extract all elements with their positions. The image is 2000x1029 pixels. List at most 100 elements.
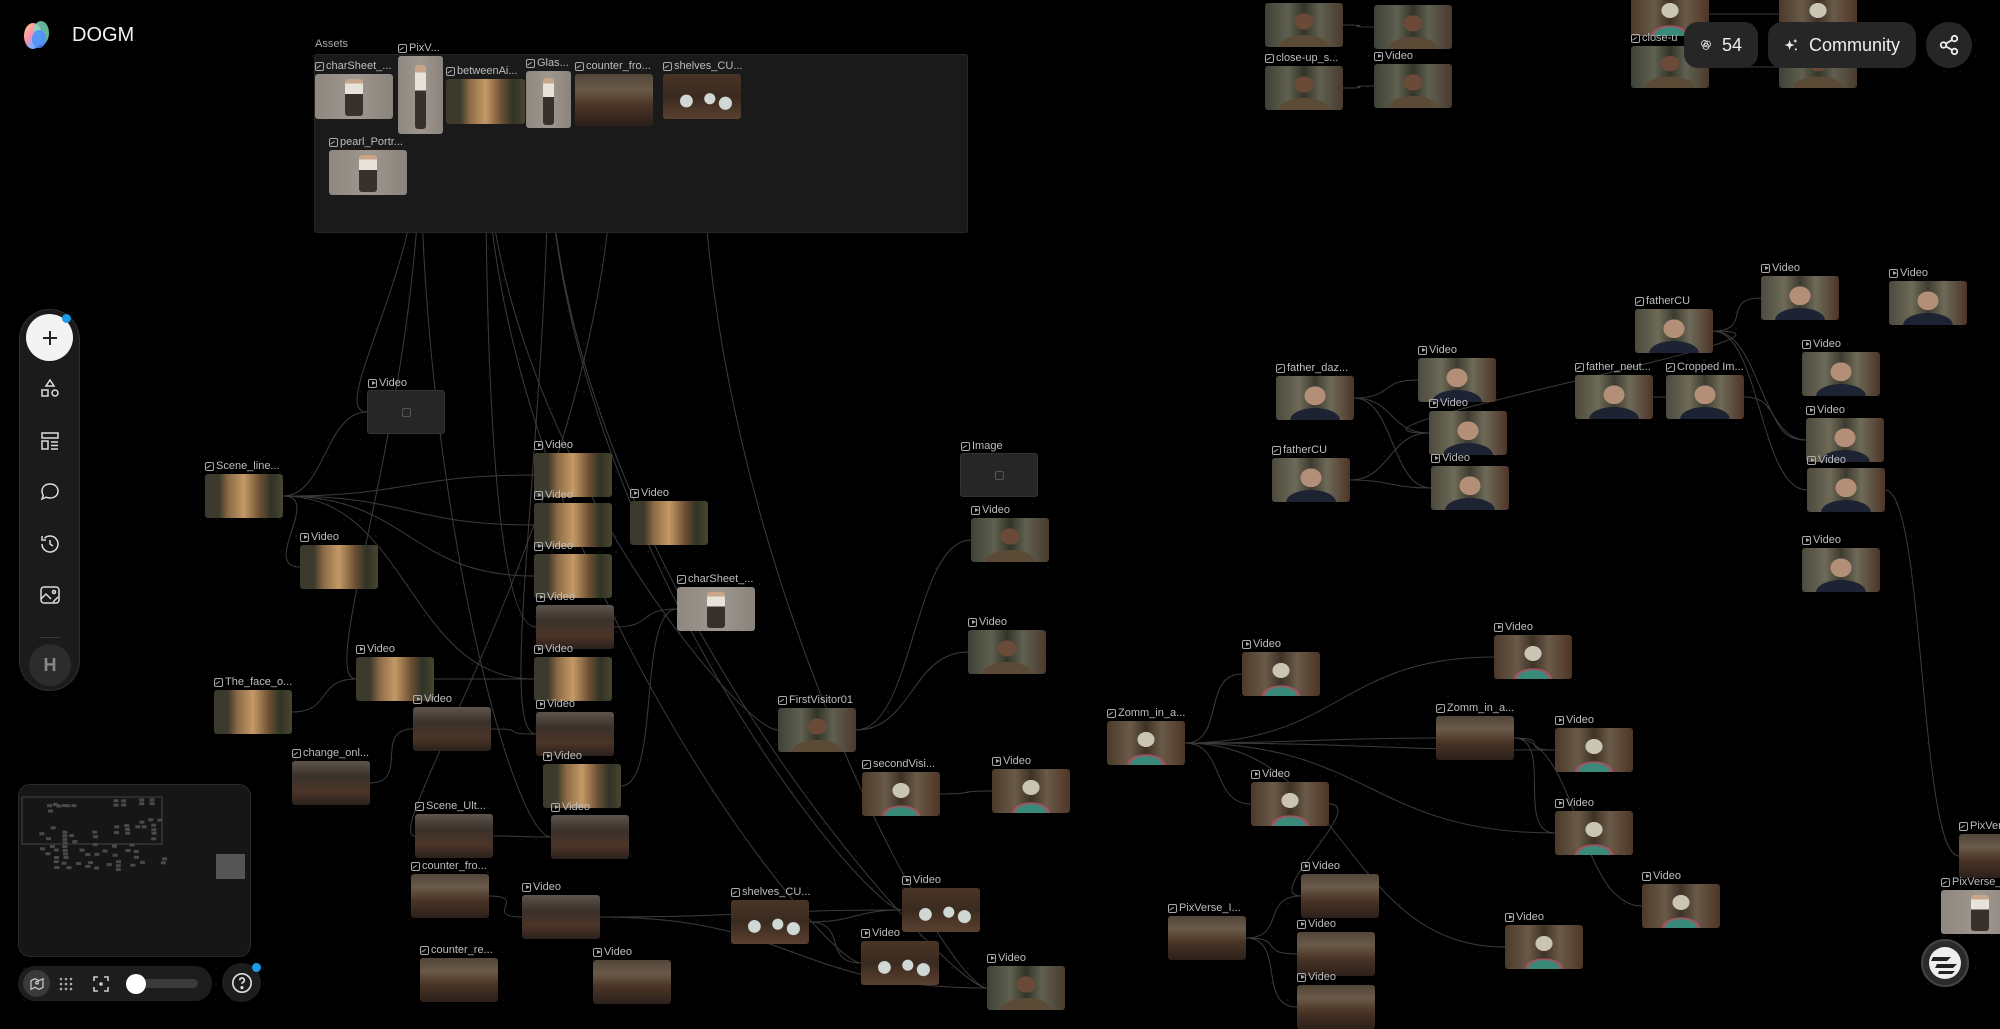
video-node[interactable]: Video — [534, 489, 612, 547]
video-node[interactable]: Video — [971, 504, 1049, 562]
video-node[interactable]: Video — [1418, 344, 1496, 402]
video-node[interactable]: Video — [367, 377, 445, 434]
video-node[interactable]: Video — [1242, 638, 1320, 696]
history-icon[interactable] — [38, 532, 62, 556]
image-node[interactable]: FirstVisitor01 — [778, 694, 856, 752]
image-node[interactable]: close-up_s... — [1265, 52, 1343, 110]
video-node[interactable]: Video — [1642, 870, 1720, 928]
image-node[interactable]: charSheet_... — [315, 60, 393, 119]
share-button[interactable] — [1926, 22, 1972, 68]
video-node[interactable]: Video — [543, 750, 621, 808]
image-node[interactable]: Scene_line... — [205, 460, 283, 518]
assistant-button[interactable] — [1921, 939, 1969, 987]
video-node[interactable]: Video — [1555, 797, 1633, 855]
video-node[interactable]: Video — [1802, 338, 1880, 396]
video-node[interactable]: Video — [551, 801, 629, 859]
image-node[interactable]: shelves_CU... — [663, 60, 742, 119]
video-node[interactable]: Video — [1297, 918, 1375, 976]
video-node[interactable]: Video — [1494, 621, 1572, 679]
image-node[interactable]: Cropped Im... — [1666, 361, 1744, 419]
image-icon — [411, 861, 420, 871]
minimap-toggle[interactable] — [23, 970, 50, 997]
image-node[interactable]: Zomm_in_a... — [1436, 702, 1514, 760]
add-node-button[interactable] — [26, 314, 73, 361]
video-node[interactable]: Video — [992, 755, 1070, 813]
image-node[interactable]: fatherCU — [1272, 444, 1350, 502]
video-node[interactable]: Video — [534, 540, 612, 598]
minimap-node — [141, 825, 147, 829]
assistant-logo-icon — [1929, 947, 1961, 979]
video-node[interactable]: Video — [987, 952, 1065, 1010]
image-node[interactable]: The_face_o... — [214, 676, 292, 734]
image-node[interactable]: betweenAi... — [446, 65, 525, 124]
image-node[interactable]: Image — [960, 440, 1038, 497]
zoom-slider[interactable] — [126, 974, 198, 994]
video-node[interactable]: Video — [522, 881, 600, 939]
video-node[interactable]: Video — [1431, 452, 1509, 510]
video-node[interactable]: Video — [902, 874, 980, 932]
video-node[interactable]: Video — [534, 643, 612, 701]
video-node[interactable]: Video — [1297, 971, 1375, 1029]
image-node[interactable]: secondVisi... — [862, 758, 940, 816]
video-node[interactable]: Video — [1889, 267, 1967, 325]
video-node[interactable]: Video — [630, 487, 708, 545]
video-node[interactable]: Video — [1806, 404, 1884, 462]
image-node[interactable]: counter_fro... — [411, 860, 489, 918]
video-icon — [551, 802, 560, 812]
video-node[interactable]: Video — [1761, 262, 1839, 320]
grid-toggle[interactable] — [52, 970, 79, 997]
layout-icon[interactable] — [38, 429, 62, 453]
image-node[interactable]: pearl_Portr... — [329, 136, 407, 195]
image-node[interactable]: father_daz... — [1276, 362, 1354, 420]
video-node[interactable]: Video — [1555, 714, 1633, 772]
minimap-node — [114, 825, 120, 829]
video-node[interactable]: Video — [1802, 534, 1880, 592]
video-node[interactable]: Video — [1505, 911, 1583, 969]
image-node[interactable]: PixVerse_I... — [1168, 902, 1246, 960]
app-logo[interactable] — [22, 19, 52, 51]
video-node[interactable]: Video — [536, 591, 614, 649]
project-title[interactable]: DOGM — [72, 24, 135, 46]
image-node[interactable]: Glas... — [526, 57, 571, 128]
image-node[interactable]: counter_re... — [420, 944, 498, 1002]
video-node[interactable]: Video — [300, 531, 378, 589]
help-button[interactable] — [222, 963, 261, 1002]
video-node[interactable]: Video — [1807, 454, 1885, 512]
image-node[interactable]: father_neut... — [1575, 361, 1653, 419]
image-edit-icon[interactable] — [38, 583, 62, 607]
video-node[interactable]: Video — [534, 439, 612, 497]
shapes-icon[interactable] — [38, 377, 62, 401]
video-node[interactable]: Video — [968, 616, 1046, 674]
video-node[interactable]: Video — [1301, 860, 1379, 918]
image-node[interactable]: PixVerse_... — [1941, 876, 2000, 934]
video-node[interactable]: Video — [1374, 50, 1452, 108]
user-avatar[interactable]: H — [29, 644, 71, 686]
fit-view-button[interactable] — [87, 970, 114, 997]
video-node[interactable]: Video — [593, 946, 671, 1004]
chat-icon[interactable] — [38, 480, 62, 504]
image-node[interactable]: PixV... — [398, 42, 443, 134]
video-node[interactable]: Video — [861, 927, 939, 985]
video-node[interactable]: Video — [413, 693, 491, 751]
minimap[interactable] — [18, 784, 251, 957]
zoom-slider-knob[interactable] — [126, 974, 146, 994]
node-thumbnail — [1436, 716, 1514, 760]
image-node[interactable]: shelves_CU... — [731, 886, 810, 944]
image-node[interactable]: Scene_Ult... — [415, 800, 493, 858]
video-node[interactable]: Video — [1251, 768, 1329, 826]
image-node[interactable]: Zomm_in_a... — [1107, 707, 1185, 765]
community-button[interactable]: Community — [1768, 22, 1916, 68]
video-node[interactable]: Video — [356, 643, 434, 701]
image-node[interactable]: PixVer... — [1959, 820, 2000, 878]
image-node[interactable]: fatherCU — [1635, 295, 1713, 353]
image-node[interactable]: change_onl... — [292, 747, 370, 805]
image-node[interactable]: counter_fro... — [575, 60, 653, 126]
image-node[interactable]: charSheet_... — [677, 573, 755, 631]
node-label: shelves_CU... — [663, 60, 742, 72]
credits-button[interactable]: 54 — [1684, 22, 1758, 68]
video-node[interactable]: Video — [1429, 397, 1507, 455]
video-node[interactable]: Video — [536, 698, 614, 756]
image-node[interactable] — [1374, 5, 1452, 49]
image-node[interactable] — [1265, 3, 1343, 47]
